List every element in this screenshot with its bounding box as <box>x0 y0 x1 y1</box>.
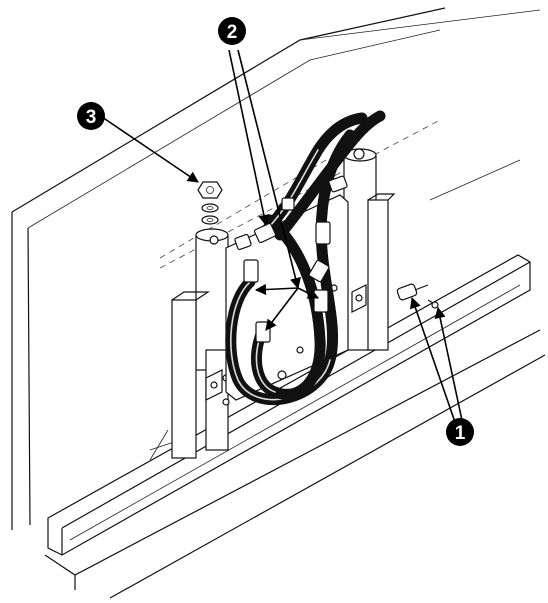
callout-2-label: 2 <box>227 22 238 43</box>
callout-2: 2 <box>218 17 246 45</box>
left-cylinder <box>171 228 230 459</box>
nut-and-washers <box>197 181 223 225</box>
bottom-rail <box>44 254 546 599</box>
callout-1-label: 1 <box>455 423 466 444</box>
pin-and-clip <box>396 283 439 309</box>
callout-3-label: 3 <box>86 107 97 128</box>
leader-lines <box>101 49 464 426</box>
right-cylinder <box>307 148 396 351</box>
callout-3: 3 <box>77 102 105 130</box>
callout-1: 1 <box>446 418 474 446</box>
mounting-panel <box>11 7 541 530</box>
